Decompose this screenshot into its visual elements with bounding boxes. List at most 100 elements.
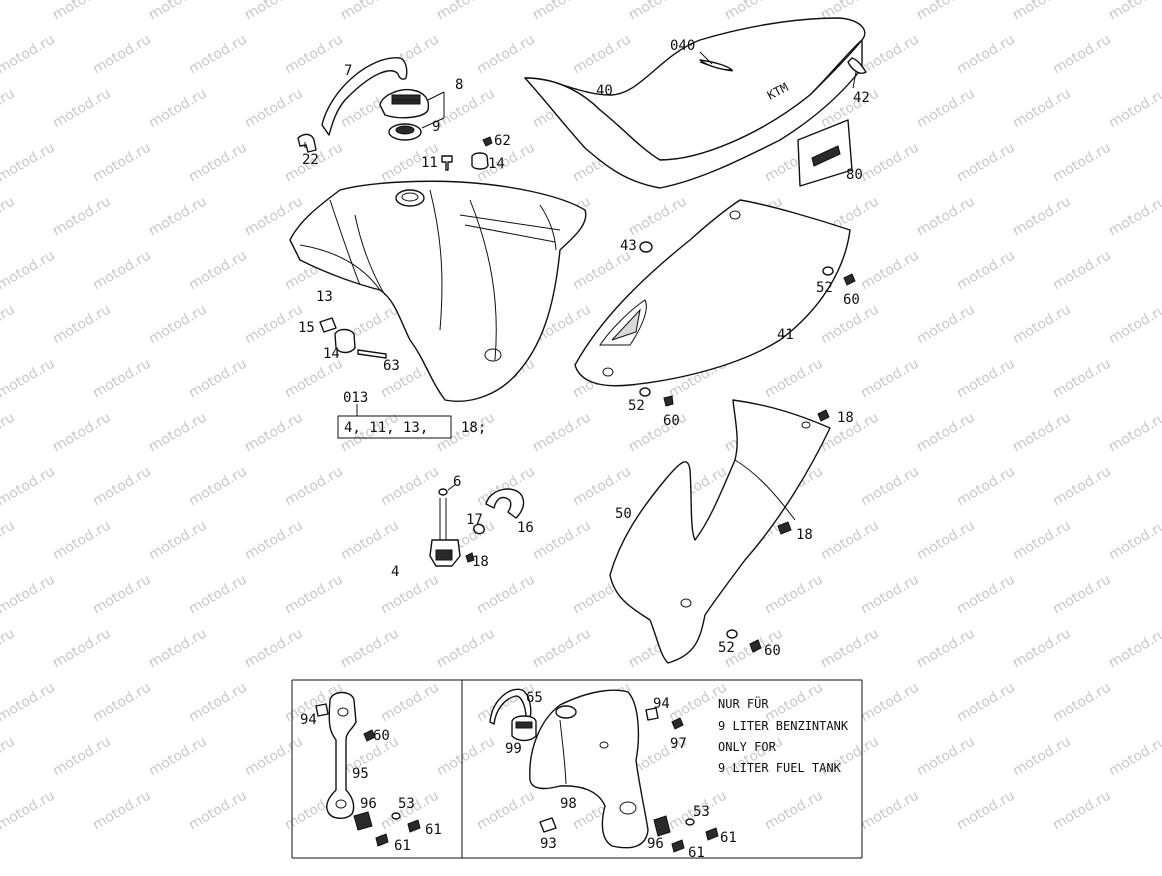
label-14-mid: 14 bbox=[323, 346, 340, 362]
label-93: 93 bbox=[540, 836, 557, 852]
watermark-text: motod.ru bbox=[282, 355, 346, 401]
watermark-text: motod.ru bbox=[282, 571, 346, 617]
label-60-c: 60 bbox=[764, 643, 781, 659]
label-52-c: 52 bbox=[718, 640, 735, 656]
watermark-text: motod.ru bbox=[626, 193, 690, 239]
watermark-text: motod.ru bbox=[954, 571, 1018, 617]
watermark-text: motod.ru bbox=[0, 139, 58, 185]
watermark-text: motod.ru bbox=[90, 679, 154, 725]
watermark-text: motod.ru bbox=[914, 0, 978, 23]
watermark-text: motod.ru bbox=[186, 355, 250, 401]
watermark-text: motod.ru bbox=[378, 571, 442, 617]
label-16: 16 bbox=[517, 520, 534, 536]
hose-clamp-part bbox=[473, 523, 485, 535]
watermark-text: motod.ru bbox=[50, 409, 114, 455]
watermark-text: motod.ru bbox=[1050, 355, 1114, 401]
watermark-text: motod.ru bbox=[570, 31, 634, 77]
watermark-text: motod.ru bbox=[50, 301, 114, 347]
watermark-text: motod.ru bbox=[0, 85, 18, 131]
watermark-text: motod.ru bbox=[914, 85, 978, 131]
label-96-a: 96 bbox=[360, 796, 377, 812]
watermark-text: motod.ru bbox=[434, 0, 498, 23]
watermark-text: motod.ru bbox=[1050, 463, 1114, 509]
watermark-text: motod.ru bbox=[1050, 787, 1114, 833]
watermark-text: motod.ru bbox=[50, 0, 114, 23]
label-22: 22 bbox=[302, 152, 319, 168]
label-96-b: 96 bbox=[647, 836, 664, 852]
watermark-text: motod.ru bbox=[186, 571, 250, 617]
watermark-text: motod.ru bbox=[0, 679, 58, 725]
screw-61d-part bbox=[671, 839, 685, 853]
watermark-text: motod.ru bbox=[954, 247, 1018, 293]
watermark-text: motod.ru bbox=[1050, 571, 1114, 617]
watermark-text: motod.ru bbox=[146, 85, 210, 131]
watermark-text: motod.ru bbox=[954, 463, 1018, 509]
watermark-text: motod.ru bbox=[186, 31, 250, 77]
watermark-text: motod.ru bbox=[338, 733, 402, 779]
label-40: 40 bbox=[596, 83, 613, 99]
label-18-b: 18 bbox=[472, 554, 489, 570]
screw-60d-part bbox=[363, 729, 376, 742]
watermark-text: motod.ru bbox=[858, 31, 922, 77]
label-94-a: 94 bbox=[300, 712, 317, 728]
watermark-text: motod.ru bbox=[914, 517, 978, 563]
watermark-text: motod.ru bbox=[626, 409, 690, 455]
note-line-3: ONLY FOR bbox=[718, 740, 777, 754]
watermark-text: motod.ru bbox=[338, 517, 402, 563]
watermark-text: motod.ru bbox=[1050, 139, 1114, 185]
watermark-text: motod.ru bbox=[338, 0, 402, 23]
label-53-a: 53 bbox=[398, 796, 415, 812]
watermark-text: motod.ru bbox=[242, 625, 306, 671]
watermark-text: motod.ru bbox=[1010, 193, 1074, 239]
watermark-text: motod.ru bbox=[50, 625, 114, 671]
watermark-text: motod.ru bbox=[146, 0, 210, 23]
watermark-text: motod.ru bbox=[146, 301, 210, 347]
watermark-text: motod.ru bbox=[186, 139, 250, 185]
label-52-a: 52 bbox=[816, 280, 833, 296]
watermark-text: motod.ru bbox=[0, 31, 58, 77]
hardware-group bbox=[465, 266, 856, 653]
seat-part: KTM bbox=[524, 17, 867, 189]
watermark-text: motod.ru bbox=[954, 679, 1018, 725]
watermark-text: motod.ru bbox=[0, 247, 58, 293]
watermark-text: motod.ru bbox=[530, 517, 594, 563]
watermark-text: motod.ru bbox=[858, 571, 922, 617]
watermark-text: motod.ru bbox=[570, 247, 634, 293]
label-18-a: 18 bbox=[837, 410, 854, 426]
label-62: 62 bbox=[494, 133, 511, 149]
bushing-94b-part bbox=[645, 707, 659, 721]
watermark-text: motod.ru bbox=[474, 787, 538, 833]
watermark-text: motod.ru bbox=[858, 355, 922, 401]
screw-61a-part bbox=[407, 819, 421, 833]
label-14-top: 14 bbox=[488, 156, 505, 172]
watermark-text: motod.ru bbox=[242, 85, 306, 131]
watermark-text: motod.ru bbox=[858, 787, 922, 833]
label-61-d: 61 bbox=[688, 845, 705, 861]
label-50: 50 bbox=[615, 506, 632, 522]
label-63: 63 bbox=[383, 358, 400, 374]
watermark-text: motod.ru bbox=[914, 409, 978, 455]
label-41: 41 bbox=[777, 327, 794, 343]
watermark-text: motod.ru bbox=[1010, 85, 1074, 131]
watermark-text: motod.ru bbox=[0, 409, 18, 455]
label-7: 7 bbox=[344, 63, 352, 79]
watermark-text: motod.ru bbox=[90, 355, 154, 401]
watermark-text: motod.ru bbox=[954, 355, 1018, 401]
watermark-text: motod.ru bbox=[1050, 679, 1114, 725]
label-60-d: 60 bbox=[373, 728, 390, 744]
watermark-text: motod.ru bbox=[474, 571, 538, 617]
seat-badge-part bbox=[797, 119, 853, 187]
watermark-text: motod.ru bbox=[954, 139, 1018, 185]
label-60-a: 60 bbox=[843, 292, 860, 308]
fuel-tank-part bbox=[289, 180, 587, 402]
watermark-text: motod.ru bbox=[146, 409, 210, 455]
number-plate-part bbox=[609, 399, 831, 664]
watermark-text: motod.ru bbox=[0, 355, 58, 401]
watermark-text: motod.ru bbox=[90, 571, 154, 617]
watermark-text: motod.ru bbox=[146, 193, 210, 239]
label-6: 6 bbox=[453, 474, 461, 490]
label-9: 9 bbox=[432, 119, 440, 135]
watermark-text: motod.ru bbox=[434, 733, 498, 779]
label-61-a: 61 bbox=[425, 822, 442, 838]
